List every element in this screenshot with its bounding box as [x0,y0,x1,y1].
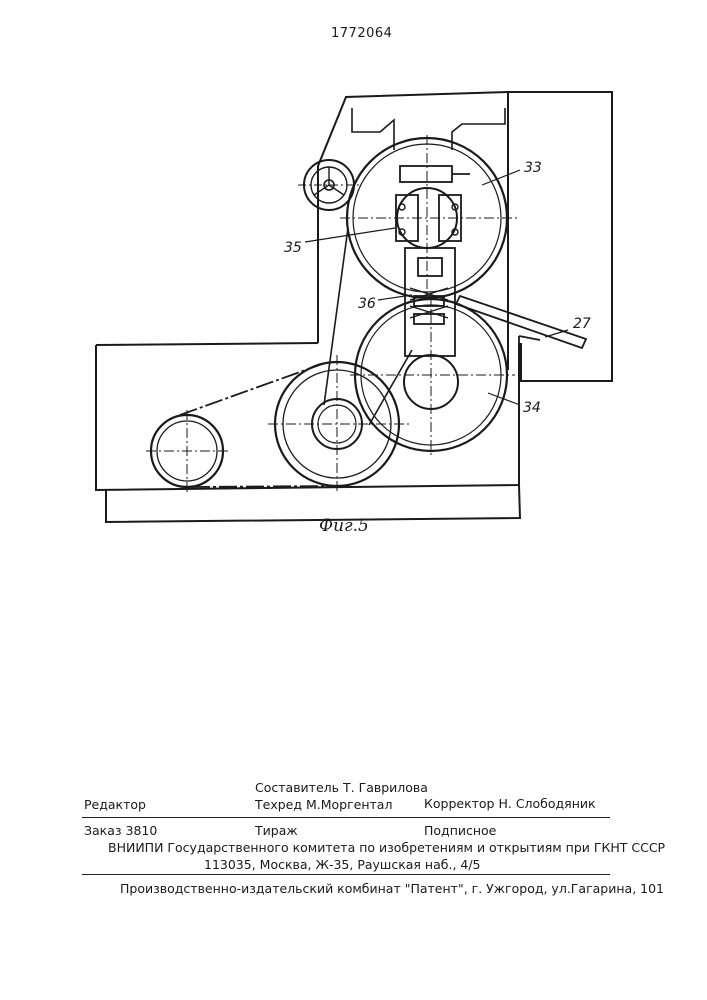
motor-pulley [146,410,228,492]
subscription: Подписное [424,823,496,838]
divider-bottom [82,874,610,875]
label-27: 27 [573,316,591,332]
corrector: Корректор Н. Слободяник [424,796,596,811]
figure-caption: Фиг.5 [319,516,369,536]
left-gusset [352,108,394,150]
circulation: Тираж [255,823,298,838]
drive-belts [180,228,412,487]
figure-5-drawing: 33 35 36 27 34 [0,0,707,560]
label-36: 36 [358,296,376,312]
leader-36 [378,295,412,300]
label-33: 33 [524,160,542,176]
handwheel-icon [298,160,360,210]
lower-frame [96,343,519,490]
leader-27 [545,330,568,337]
label-35: 35 [284,240,302,256]
techred: Техред М.Моргентал [255,797,392,812]
editor: Редактор [84,797,146,812]
label-34: 34 [523,400,541,416]
address: 113035, Москва, Ж-35, Раушская наб., 4/5 [204,857,481,872]
order-number: Заказ 3810 [84,823,157,838]
right-gusset [452,108,505,150]
upper-frame [318,92,612,381]
leader-33 [482,170,520,185]
institute: ВНИИПИ Государственного комитета по изоб… [108,840,665,855]
divider-top [82,817,610,818]
publisher: Производственно-издательский комбинат "П… [120,881,664,896]
compiler: Составитель Т. Гаврилова [255,780,428,795]
base-plate [106,485,520,522]
